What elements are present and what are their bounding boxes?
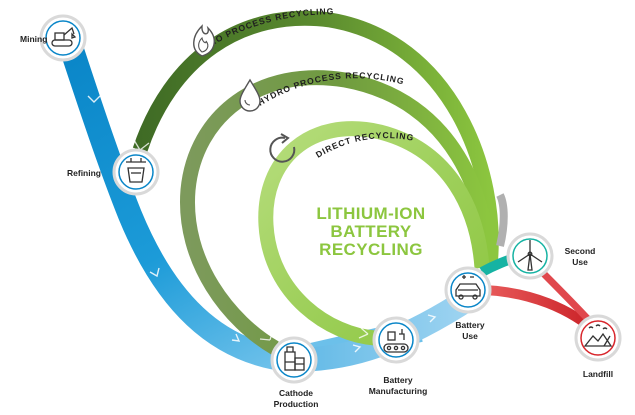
stage-node-refining [112,148,160,196]
stage-node-manufacturing [372,316,420,364]
flow-chevrons [87,95,437,353]
direct-arrow [358,327,369,339]
stage-node-mining [39,14,87,62]
label-refining: Refining [67,168,101,178]
label-battery-use-1: Battery [455,320,485,330]
label-cathode-2: Production [274,399,319,409]
title-line-1: LITHIUM-ION [316,204,425,223]
title-line-2: BATTERY [330,222,411,241]
label-battery-use-2: Use [462,331,478,341]
stage-node-second-use [506,232,554,280]
hydro-arrow [259,329,274,341]
label-second-use-2: Use [572,257,588,267]
label-landfill: Landfill [583,369,613,379]
second-use-return [496,193,508,247]
circular-arrow-icon [269,133,296,163]
label-manufacturing-1: Battery [383,375,413,385]
stage-node-battery-use [444,266,492,314]
pyro-loop-band [132,10,499,267]
excavator-icon [51,26,77,47]
electric-car-icon [455,275,481,300]
stage-node-landfill [574,314,622,362]
label-cathode-1: Cathode [279,388,313,398]
flame-icon [193,24,215,57]
conveyor-belt-icon [383,329,409,353]
stage-node-cathode [270,336,318,384]
label-mining: Mining [20,34,47,44]
label-manufacturing-2: Manufacturing [369,386,428,396]
label-second-use-1: Second [565,246,596,256]
landfill-icon [583,324,613,347]
title-line-3: RECYCLING [319,240,423,259]
pyro-arrow [133,139,150,151]
supply-chain-band [60,46,423,373]
direct-loop-band [258,121,490,346]
wind-turbine-icon [517,240,543,271]
crucible-icon [126,158,146,183]
chemical-tank-icon [284,346,305,371]
water-drop-icon [239,78,261,112]
